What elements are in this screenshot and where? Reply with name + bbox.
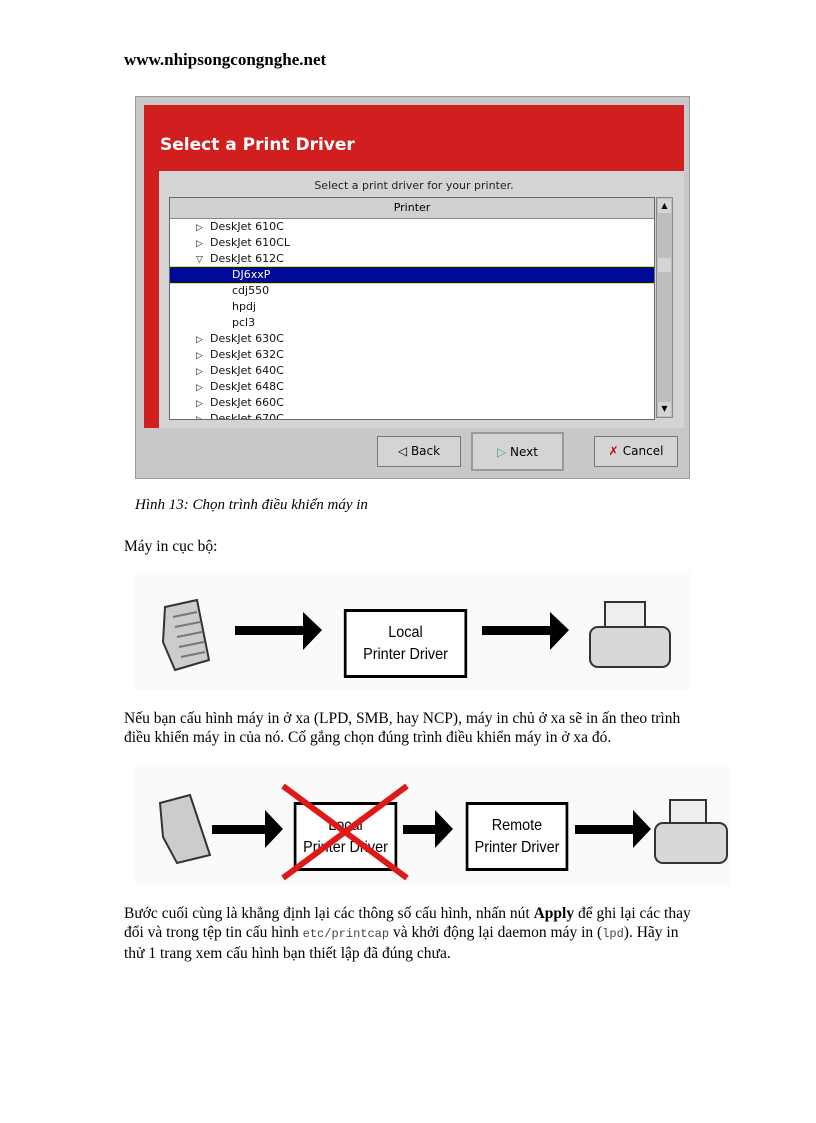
dialog-banner: Select a Print Driver Select a print dri… bbox=[144, 105, 684, 428]
site-header: www.nhipsongcongnghe.net bbox=[124, 50, 327, 69]
collapsed-triangle-icon[interactable]: ▷ bbox=[196, 383, 203, 393]
tree-item[interactable]: ▷ DeskJet 610C bbox=[170, 219, 654, 235]
text: Bước cuối cùng là khẳng định lại các thô… bbox=[124, 905, 534, 922]
tree-item[interactable]: ▷ DeskJet 648C bbox=[170, 379, 654, 395]
tree-item[interactable]: pcl3 bbox=[170, 315, 654, 331]
box-line: Printer Driver bbox=[363, 645, 448, 663]
printer-icon bbox=[589, 601, 671, 668]
box-line: Local bbox=[388, 623, 423, 641]
box-line: Remote bbox=[491, 816, 543, 834]
arrow-icon bbox=[575, 810, 651, 848]
tree-item-label: DeskJet 610C bbox=[210, 220, 284, 233]
tree-item[interactable]: ▽ DeskJet 612C bbox=[170, 251, 654, 267]
tree-item[interactable]: ▷ DeskJet 610CL bbox=[170, 235, 654, 251]
remote-printer-diagram bbox=[135, 765, 730, 885]
tree-item[interactable]: ▷ DeskJet 632C bbox=[170, 347, 654, 363]
collapsed-triangle-icon[interactable]: ▷ bbox=[196, 335, 203, 345]
scroll-thumb[interactable] bbox=[658, 258, 671, 272]
back-arrow-icon: ◁ bbox=[397, 444, 411, 458]
tree-item-label: cdj550 bbox=[232, 284, 270, 297]
driver-tree[interactable]: Printer ▷ DeskJet 610C ▷ DeskJet 610CL ▽ Desk… bbox=[169, 197, 655, 420]
cancel-label: Cancel bbox=[622, 444, 664, 458]
arrow-icon bbox=[212, 810, 283, 848]
arrow-icon bbox=[482, 612, 569, 650]
collapsed-triangle-icon[interactable]: ▷ bbox=[196, 415, 203, 420]
next-arrow-icon: ▷ bbox=[496, 445, 511, 459]
tree-item-label: DeskJet 630C bbox=[210, 332, 284, 345]
text: và khởi động lại daemon máy in ( bbox=[389, 924, 603, 941]
tree-item-label: DeskJet 640C bbox=[210, 364, 284, 377]
tree-item[interactable]: hpdj bbox=[170, 299, 654, 315]
next-button[interactable]: ▷ Next bbox=[471, 432, 564, 471]
collapsed-triangle-icon[interactable]: ▷ bbox=[196, 351, 203, 361]
document-icon bbox=[161, 598, 211, 672]
red-cross-icon bbox=[281, 783, 409, 881]
tree-item-label: DJ6xxP bbox=[232, 268, 271, 281]
tree-item-label: DeskJet 670C bbox=[210, 412, 284, 420]
tree-item[interactable]: ▷ DeskJet 670C bbox=[170, 411, 654, 420]
back-button[interactable]: ◁ Back bbox=[377, 436, 461, 467]
arrow-icon bbox=[403, 810, 453, 848]
tree-item[interactable]: ▷ DeskJet 630C bbox=[170, 331, 654, 347]
tree-item[interactable]: cdj550 bbox=[170, 283, 654, 299]
tree-item-label: DeskJet 612C bbox=[210, 252, 284, 265]
scrollbar[interactable]: ▲ ▼ bbox=[656, 197, 673, 418]
tree-item[interactable]: ▷ DeskJet 660C bbox=[170, 395, 654, 411]
printcap-path: etc/printcap bbox=[302, 927, 390, 941]
tree-item-label: DeskJet 610CL bbox=[210, 236, 290, 249]
tree-item-label: DeskJet 648C bbox=[210, 380, 284, 393]
tree-item-label: pcl3 bbox=[232, 316, 256, 329]
text: ). Hãy in thử 1 trang xem cấu hình bạn t… bbox=[124, 924, 679, 962]
column-header-printer[interactable]: Printer bbox=[170, 198, 654, 219]
back-label: Back bbox=[410, 444, 441, 458]
paragraph-remote: Nếu bạn cấu hình máy in ở xa (LPD, SMB, … bbox=[124, 710, 681, 746]
collapsed-triangle-icon[interactable]: ▷ bbox=[196, 367, 203, 377]
arrow-icon bbox=[235, 612, 322, 650]
collapsed-triangle-icon[interactable]: ▷ bbox=[196, 399, 203, 409]
box-line: Printer Driver bbox=[474, 838, 560, 856]
dialog-prompt: Select a print driver for your printer. bbox=[314, 179, 514, 192]
printer-icon bbox=[654, 799, 728, 864]
scroll-down-icon[interactable]: ▼ bbox=[658, 402, 671, 416]
collapsed-triangle-icon[interactable]: ▷ bbox=[196, 239, 203, 249]
document-icon bbox=[158, 793, 212, 865]
tree-item-label: hpdj bbox=[232, 300, 256, 313]
cancel-x-icon: ✗ bbox=[608, 444, 623, 458]
print-driver-dialog: Select a Print Driver Select a print dri… bbox=[135, 96, 690, 479]
paragraph-apply: Bước cuối cùng là khẳng định lại các thô… bbox=[124, 904, 699, 963]
local-heading: Máy in cục bộ: bbox=[124, 538, 218, 555]
tree-item[interactable]: DJ6xxP bbox=[170, 266, 654, 284]
lpd-code: lpd bbox=[602, 927, 624, 941]
apply-term: Apply bbox=[533, 905, 575, 922]
tree-item[interactable]: ▷ DeskJet 640C bbox=[170, 363, 654, 379]
next-label: Next bbox=[510, 445, 538, 459]
tree-item-label: DeskJet 632C bbox=[210, 348, 284, 361]
tree-item-label: DeskJet 660C bbox=[210, 396, 284, 409]
scroll-up-icon[interactable]: ▲ bbox=[658, 199, 671, 213]
figure-caption: Hình 13: Chọn trình điều khiển máy in bbox=[135, 497, 368, 513]
cancel-button[interactable]: ✗ Cancel bbox=[594, 436, 678, 467]
dialog-title: Select a Print Driver bbox=[160, 135, 355, 155]
collapsed-triangle-icon[interactable]: ▷ bbox=[196, 223, 203, 233]
text: để ghi lại các thay đổi và trong tệp tin… bbox=[124, 905, 691, 941]
dialog-body: Select a print driver for your printer. … bbox=[159, 171, 684, 428]
expanded-triangle-icon[interactable]: ▽ bbox=[196, 255, 203, 265]
